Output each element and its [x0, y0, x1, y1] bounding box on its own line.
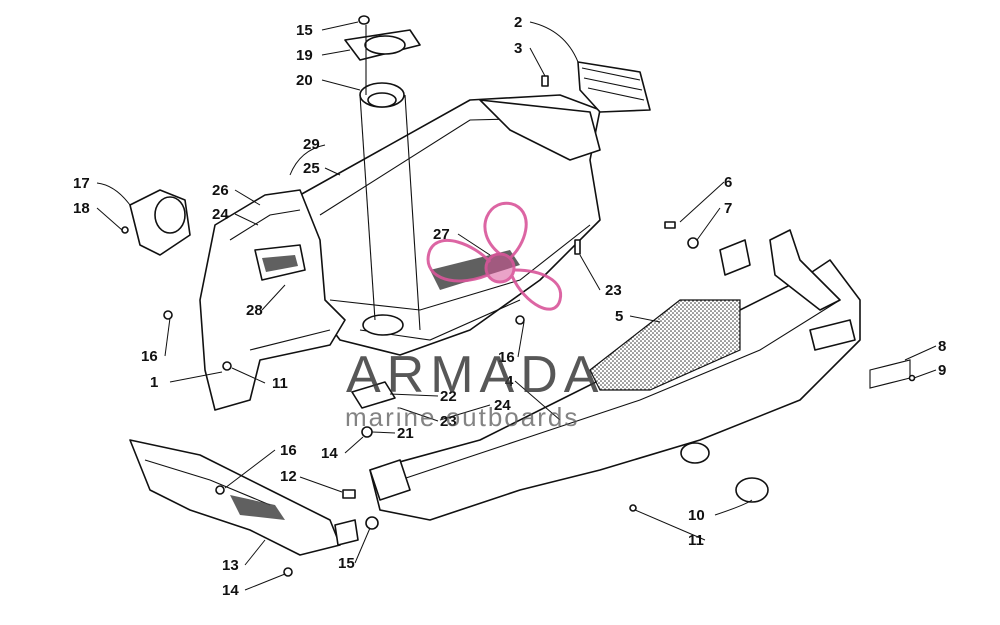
callout-22: 22 — [440, 388, 457, 405]
callout-16: 16 — [280, 442, 297, 459]
armada-watermark: ARMADA marine outboards — [345, 201, 604, 432]
intake-boot-part — [129, 189, 191, 256]
leader-lines — [96, 21, 937, 591]
callout-20: 20 — [296, 72, 313, 89]
callout-labels: 15 19 20 2 3 29 25 17 18 26 24 27 6 7 28… — [73, 14, 946, 599]
callout-19: 19 — [296, 47, 313, 64]
callout-4: 4 — [505, 373, 514, 390]
callout-29: 29 — [303, 136, 320, 153]
watermark-brand: ARMADA — [346, 346, 604, 404]
callout-9: 9 — [938, 362, 946, 379]
left-side-panel-part — [199, 189, 346, 411]
callout-8: 8 — [938, 338, 946, 355]
callout-6: 6 — [724, 174, 732, 191]
callout-12: 12 — [280, 468, 297, 485]
intake-plate-part — [344, 25, 421, 331]
callout-15: 15 — [338, 555, 355, 572]
callout-16: 16 — [498, 349, 515, 366]
callout-3: 3 — [514, 40, 522, 57]
callout-26: 26 — [212, 182, 229, 199]
lower-nose-pan-part — [129, 439, 341, 556]
callout-24: 24 — [212, 206, 229, 223]
callout-15: 15 — [296, 22, 313, 39]
propeller-logo-icon — [426, 201, 563, 311]
callout-14: 14 — [321, 445, 338, 462]
callout-11: 11 — [272, 375, 288, 392]
callout-18: 18 — [73, 200, 90, 217]
callout-23: 23 — [440, 413, 457, 430]
callout-13: 13 — [222, 557, 239, 574]
callout-25: 25 — [303, 160, 320, 177]
rear-flap-part — [479, 61, 651, 161]
callout-28: 28 — [246, 302, 263, 319]
callout-23: 23 — [605, 282, 622, 299]
hardware-parts — [121, 15, 916, 577]
callout-14: 14 — [222, 582, 239, 599]
callout-24: 24 — [494, 397, 511, 414]
right-side-panel-part — [369, 229, 861, 521]
callout-21: 21 — [397, 425, 414, 442]
callout-16: 16 — [141, 348, 158, 365]
callout-10: 10 — [688, 507, 705, 524]
callout-2: 2 — [514, 14, 522, 31]
callout-11: 11 — [688, 532, 704, 549]
callout-17: 17 — [73, 175, 90, 192]
callout-27: 27 — [433, 226, 450, 243]
callout-1: 1 — [150, 374, 158, 391]
callout-7: 7 — [724, 200, 732, 217]
watermark-tagline: marine outboards — [345, 402, 579, 432]
callout-5: 5 — [615, 308, 623, 325]
